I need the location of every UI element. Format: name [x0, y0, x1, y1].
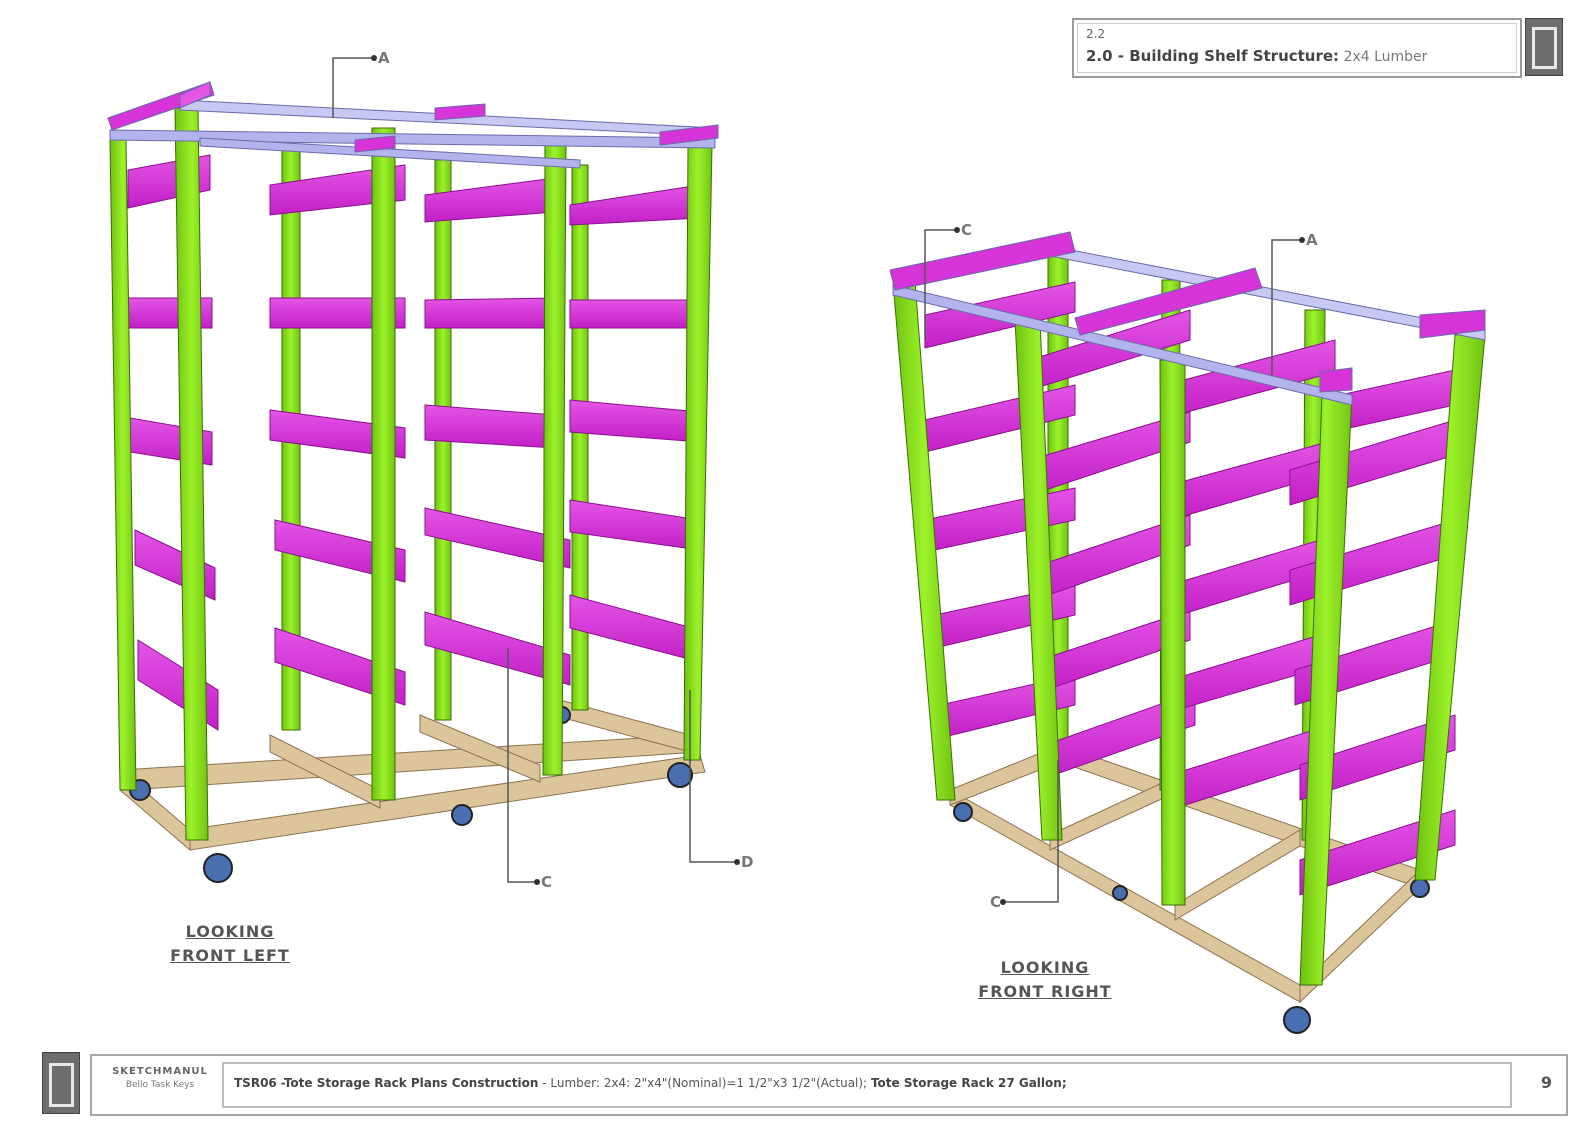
top-rails [889, 231, 1486, 406]
footer-brand-name: SKETCHMANUL [112, 1066, 208, 1077]
view-label-line1: LOOKING [185, 922, 275, 941]
title-block: 2.2 2.0 - Building Shelf Structure: 2x4 … [1072, 18, 1522, 78]
caster-wheels [129, 706, 693, 883]
project-code: TSR06 [234, 1076, 277, 1090]
top-rails [107, 81, 719, 169]
view-label-front-right: LOOKING FRONT RIGHT [960, 956, 1130, 1004]
view-label-line2: FRONT LEFT [170, 946, 290, 965]
footer-description-box: TSR06 -Tote Storage Rack Plans Construct… [222, 1062, 1512, 1108]
leader-lines [332, 57, 735, 883]
rack-front-left-view [107, 55, 740, 885]
view-label-front-left: LOOKING FRONT LEFT [150, 920, 310, 968]
leader-dots [954, 227, 1305, 905]
callout-c-right-bottom: C [990, 893, 1002, 911]
front-posts [892, 281, 1486, 986]
callout-a-left: A [378, 49, 390, 67]
tote-spec: Tote Storage Rack 27 Gallon; [870, 1076, 1067, 1090]
leader-lines [924, 229, 1300, 903]
rack-front-right-view [889, 227, 1486, 1034]
front-posts [109, 107, 713, 841]
leader-dots [371, 55, 740, 885]
caster-wheels [953, 802, 1430, 1034]
section-heading-main: 2.0 - Building Shelf Structure: [1086, 47, 1340, 65]
footer-brand: SKETCHMANUL Bello Task Keys [100, 1066, 220, 1090]
footer-bar: SKETCHMANUL Bello Task Keys TSR06 -Tote … [90, 1054, 1568, 1116]
section-heading: 2.0 - Building Shelf Structure: 2x4 Lumb… [1086, 47, 1427, 65]
footer-brand-tagline: Bello Task Keys [125, 1080, 195, 1090]
shelf-cleats [924, 281, 1456, 896]
step-number: 2.2 [1086, 27, 1106, 41]
brand-logo-icon [1525, 18, 1563, 76]
callout-a-right: A [1306, 231, 1318, 249]
lumber-spec: - Lumber: 2x4: 2"x4"(Nominal)=1 1/2"x3 1… [542, 1076, 868, 1090]
section-heading-sub: 2x4 Lumber [1339, 49, 1428, 65]
footer-description: TSR06 -Tote Storage Rack Plans Construct… [234, 1076, 1067, 1090]
project-title: -Tote Storage Rack Plans Construction [280, 1076, 539, 1090]
page-number: 9 [1540, 1073, 1552, 1092]
callout-d-left: D [741, 853, 754, 871]
view-label-line2: FRONT RIGHT [978, 982, 1112, 1001]
view-label-line1: LOOKING [1000, 958, 1090, 977]
shelf-cleats [127, 154, 701, 731]
footer-logo-icon [42, 1052, 80, 1114]
callout-c-right-top: C [961, 221, 973, 239]
callout-c-left: C [541, 873, 553, 891]
